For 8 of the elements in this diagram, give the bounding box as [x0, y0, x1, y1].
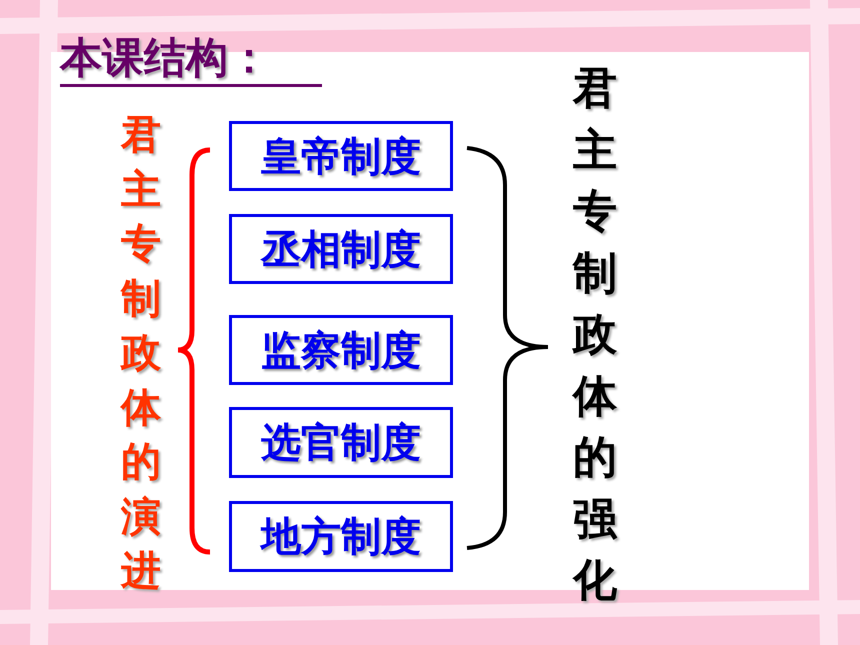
system-box: 地方制度 — [229, 501, 453, 572]
system-box: 选官制度 — [229, 407, 453, 478]
system-box: 丞相制度 — [229, 214, 453, 284]
system-box: 皇帝制度 — [229, 121, 453, 191]
vertical-heading: 君主专制政体的强化 — [571, 62, 618, 608]
vertical-heading: 君主专制政体的演进 — [119, 111, 162, 596]
title: 本课结构： — [60, 32, 322, 87]
system-box: 监察制度 — [229, 315, 453, 385]
